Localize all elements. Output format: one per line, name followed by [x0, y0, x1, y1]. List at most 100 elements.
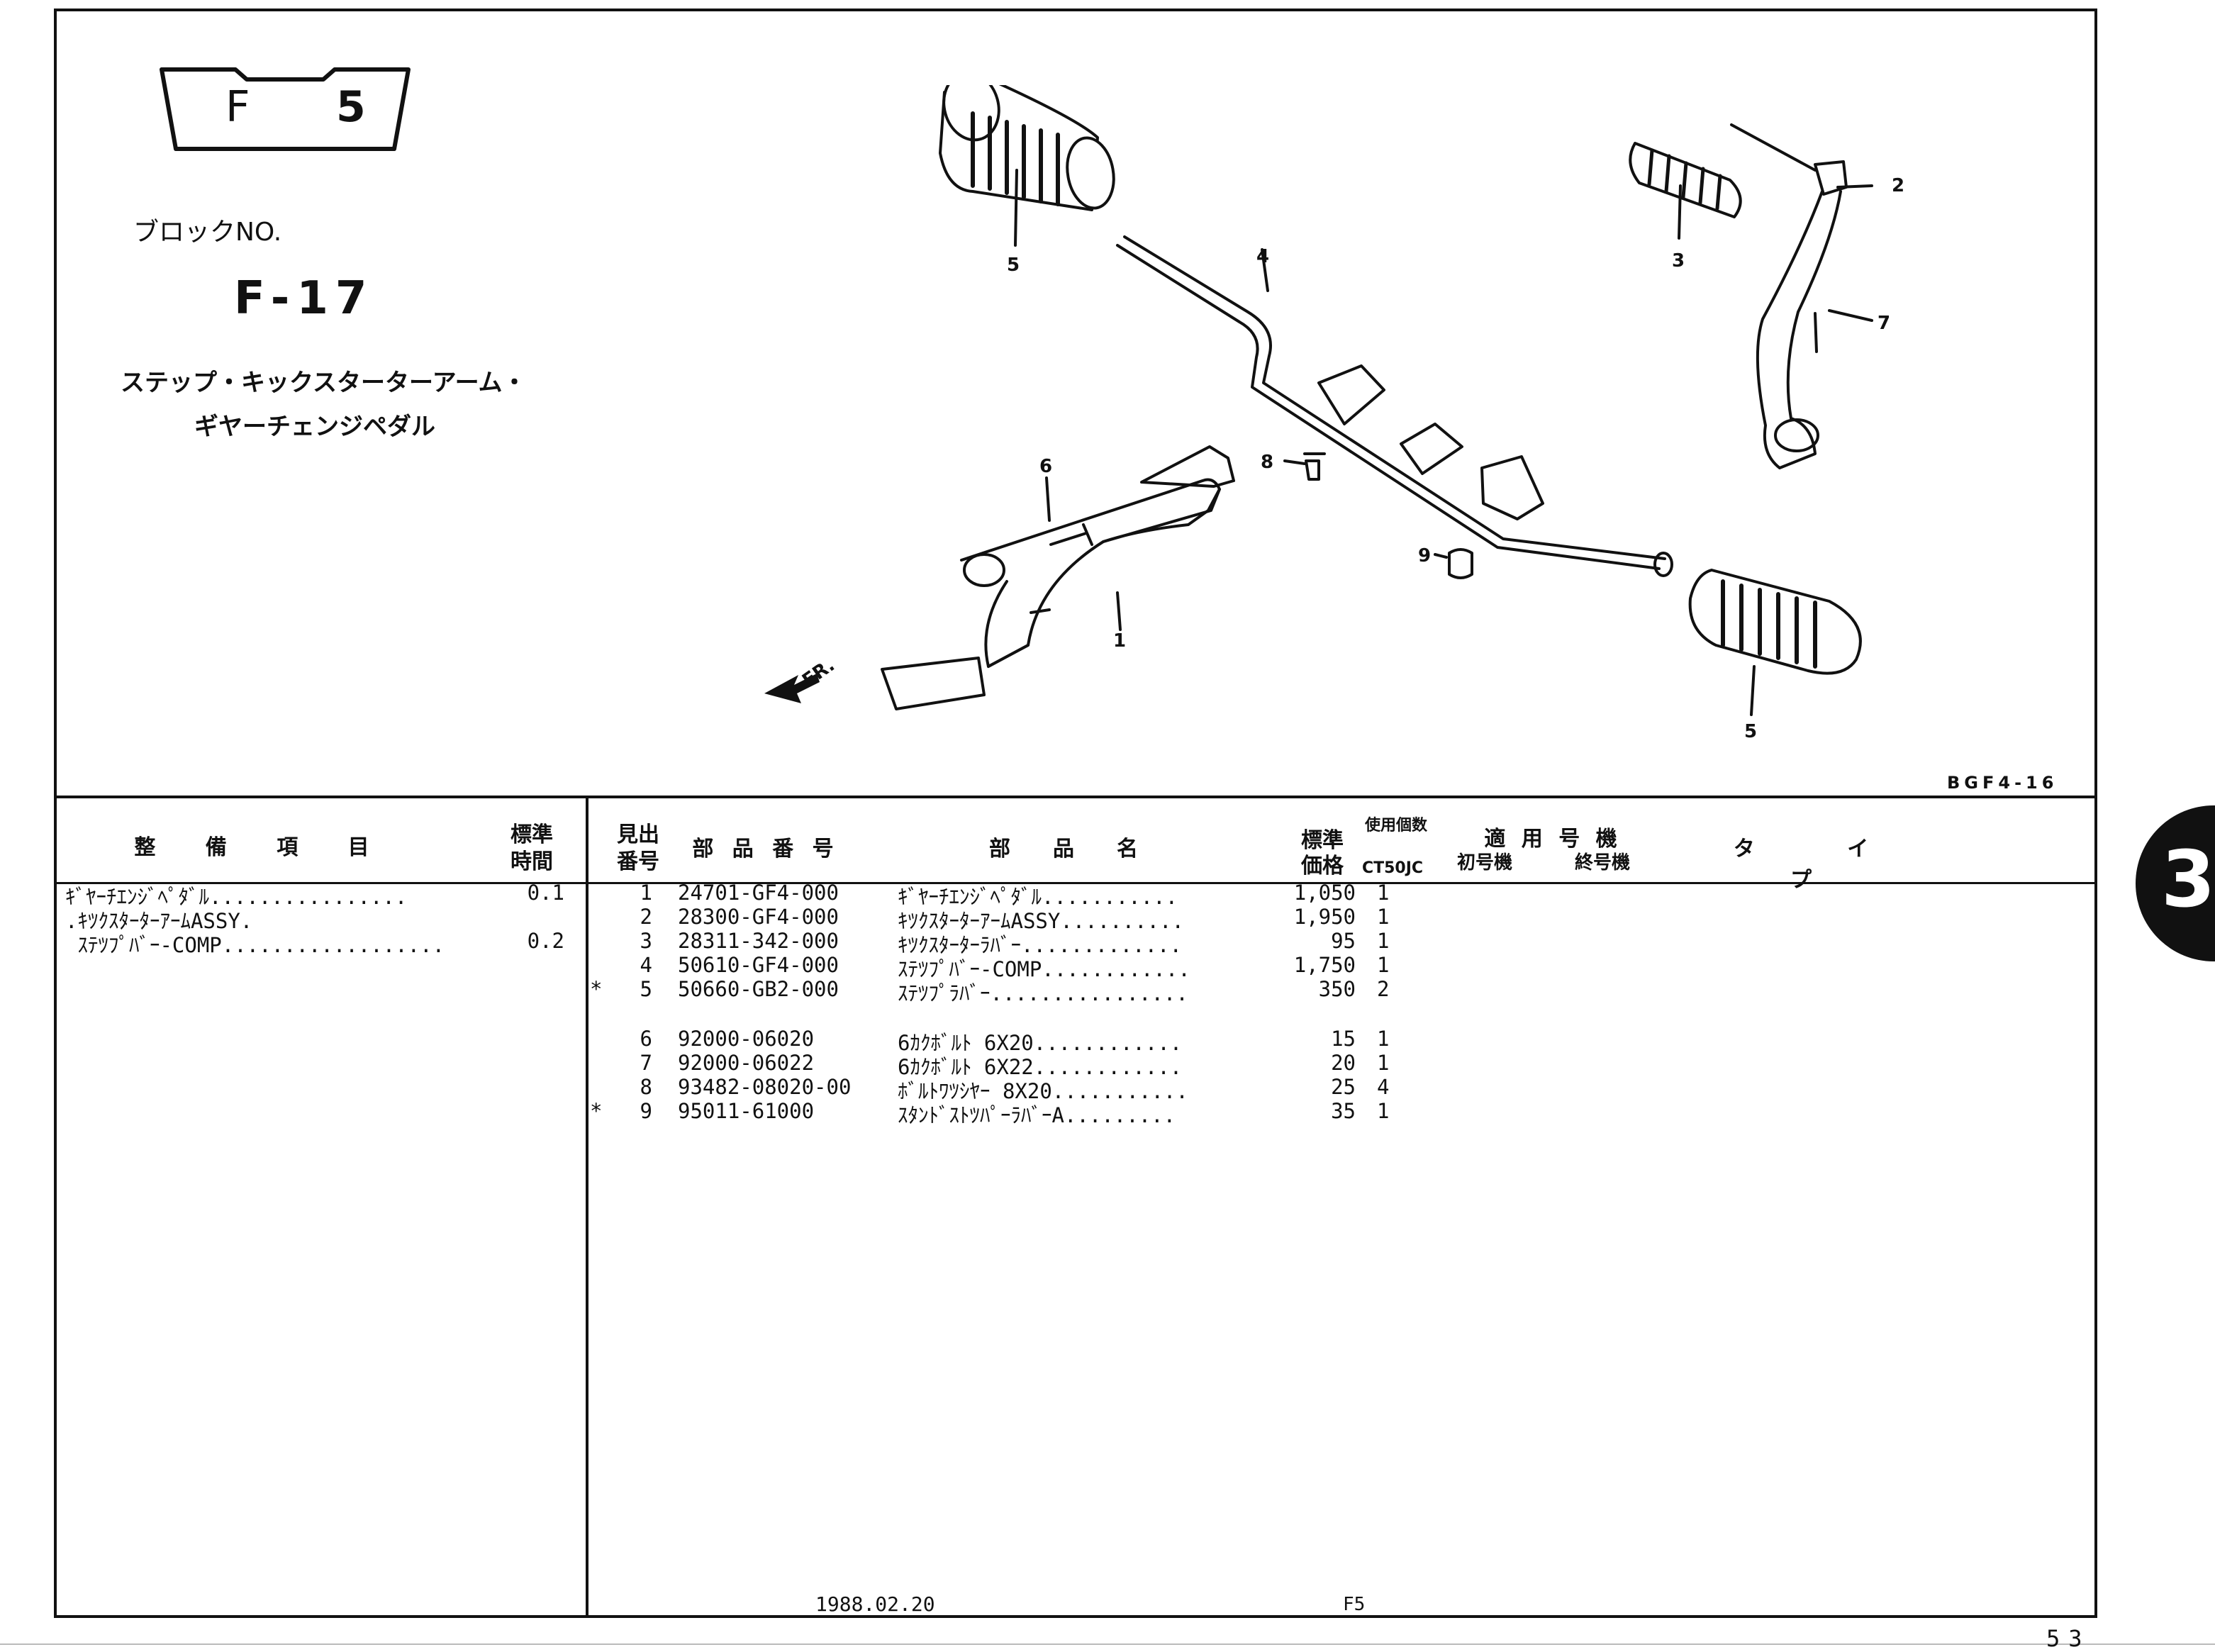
callout-labels: 5 4 3 2 7 6 8 9 1 5 FR.	[798, 175, 1904, 742]
row-qty: 1	[1377, 1099, 1390, 1123]
applicable-header: 適 用 号 機	[1484, 827, 1622, 852]
section-code: F5	[1343, 1594, 1366, 1615]
row-qty: 1	[1377, 881, 1390, 905]
last-serial-header: 終号機	[1574, 852, 1630, 874]
block-label: ブロックNO.	[133, 218, 282, 247]
row-qty: 1	[1377, 929, 1390, 953]
footpeg-rubber-left	[939, 85, 1115, 211]
row-price: 25	[1331, 1075, 1356, 1099]
gear-change-pedal	[881, 445, 1235, 710]
row-part-no: 24701-GF4-000	[678, 881, 839, 905]
row-part-no: 92000-06022	[678, 1051, 815, 1075]
table-column-divider	[586, 796, 588, 1618]
callout-1: 1	[1113, 630, 1126, 652]
callout-7: 7	[1878, 313, 1890, 334]
labor-item-header: 整 備 項 目	[134, 835, 391, 860]
callout-4: 4	[1256, 246, 1269, 267]
row-ref: 2	[640, 905, 652, 929]
qty-model-header: CT50JC	[1361, 859, 1424, 877]
ref-header-bottom: 番号	[617, 849, 659, 874]
row-qty: 1	[1377, 1027, 1390, 1051]
labor-row-1-time: 0.1	[527, 881, 564, 905]
row-part-name: ｷﾂｸｽﾀｰﾀｰｱｰﾑASSY..........	[898, 909, 1184, 933]
callout-8: 8	[1261, 452, 1273, 473]
row-part-name: ｷﾂｸｽﾀｰﾀｰﾗﾊﾞｰ.............	[898, 933, 1182, 957]
callout-3: 3	[1672, 250, 1685, 272]
block-title-line2: ギヤーチェンジペダル	[194, 413, 435, 441]
callout-9: 9	[1418, 545, 1431, 567]
figure-code: BGF4-16	[1947, 773, 2058, 793]
row-part-name: 6ｶｸﾎﾞﾙﾄ 6X22............	[898, 1055, 1183, 1079]
row-price: 20	[1331, 1051, 1356, 1075]
bolt-6	[1049, 523, 1093, 546]
row-price: 1,050	[1293, 881, 1356, 905]
row-part-no: 50660-GB2-000	[678, 977, 839, 1001]
labor-time-header-top: 標準	[510, 822, 553, 847]
table-header-rule	[54, 882, 2097, 884]
row-ref: 1	[640, 881, 652, 905]
row-qty: 4	[1377, 1075, 1390, 1099]
callout-6: 6	[1039, 456, 1052, 477]
row-ref: 3	[640, 929, 652, 953]
callout-2: 2	[1892, 175, 1904, 196]
row-part-no: 28300-GF4-000	[678, 905, 839, 929]
row-ref: 8	[640, 1075, 652, 1099]
stand-stopper-rubber-9	[1448, 548, 1473, 579]
row-ref: 4	[640, 953, 652, 977]
labor-row-1-name: ｷﾞﾔｰﾁｴﾝｼﾞﾍﾟﾀﾞﾙ................	[65, 885, 408, 909]
part-name-header: 部 品 名	[989, 837, 1138, 861]
labor-time-header-bottom: 時間	[510, 849, 553, 874]
issue-date: 1988.02.20	[815, 1592, 935, 1616]
badge-number: 5	[336, 82, 367, 132]
page-bottom-rule	[0, 1643, 2215, 1645]
row-part-no: 28311-342-000	[678, 929, 839, 953]
part-no-header: 部 品 番 号	[692, 837, 839, 861]
row-part-name: ﾎﾞﾙﾄﾜﾂｼﾔｰ 8X20...........	[898, 1079, 1188, 1103]
section-tab-number: 3	[2161, 834, 2215, 925]
row-part-name: ｽﾃﾂﾌﾟﾗﾊﾞｰ................	[898, 981, 1188, 1005]
callout-5-right: 5	[1744, 721, 1757, 742]
badge-letter: F	[225, 82, 252, 132]
figure-table-divider	[54, 796, 2097, 798]
first-serial-header: 初号機	[1456, 852, 1512, 874]
price-header-bottom: 価格	[1301, 854, 1344, 878]
row-qty: 1	[1377, 1051, 1390, 1075]
row-qty: 2	[1377, 977, 1390, 1001]
row-ref: 6	[640, 1027, 652, 1051]
row-price: 15	[1331, 1027, 1356, 1051]
block-number: F-17	[234, 272, 374, 325]
section-badge	[160, 67, 411, 151]
row-mark: *	[590, 977, 603, 1001]
row-part-no: 92000-06020	[678, 1027, 815, 1051]
row-ref: 9	[640, 1099, 652, 1123]
row-mark: *	[590, 1099, 603, 1123]
labor-row-3-name: ｽﾃﾂﾌﾟﾊﾞｰ-COMP..................	[65, 933, 445, 957]
ref-header-top: 見出	[617, 822, 659, 847]
row-ref: 7	[640, 1051, 652, 1075]
type-header: タ イ プ	[1733, 837, 1912, 893]
row-price: 1,750	[1293, 953, 1356, 977]
row-part-no: 93482-08020-00	[678, 1075, 852, 1099]
kick-rubber	[1629, 142, 1742, 218]
row-qty: 1	[1377, 953, 1390, 977]
labor-row-3-time: 0.2	[527, 929, 564, 953]
row-qty: 1	[1377, 905, 1390, 929]
row-part-name: ｷﾞﾔｰﾁｴﾝｼﾞﾍﾟﾀﾞﾙ...........	[898, 885, 1178, 909]
page-frame	[54, 9, 2097, 1618]
row-price: 1,950	[1293, 905, 1356, 929]
footpeg-bar	[1116, 235, 1673, 577]
row-price: 35	[1331, 1099, 1356, 1123]
price-header-top: 標準	[1301, 828, 1344, 853]
page-number: 53	[2046, 1625, 2091, 1652]
footpeg-rubber-right	[1688, 569, 1862, 675]
row-price: 95	[1331, 929, 1356, 953]
row-price: 350	[1318, 977, 1356, 1001]
bolt-washer-8	[1303, 452, 1326, 481]
row-part-name: ｽﾀﾝﾄﾞｽﾄﾂﾊﾟｰﾗﾊﾞｰA.........	[898, 1103, 1176, 1127]
row-part-name: ｽﾃﾂﾌﾟﾊﾞｰ-COMP............	[898, 957, 1190, 981]
callout-5-left: 5	[1007, 255, 1020, 276]
row-part-no: 50610-GF4-000	[678, 953, 839, 977]
block-title-line1: ステップ・キックスターターアーム・	[121, 369, 527, 397]
row-part-name: 6ｶｸﾎﾞﾙﾄ 6X20............	[898, 1031, 1183, 1055]
kick-starter-arm	[1730, 123, 1848, 469]
